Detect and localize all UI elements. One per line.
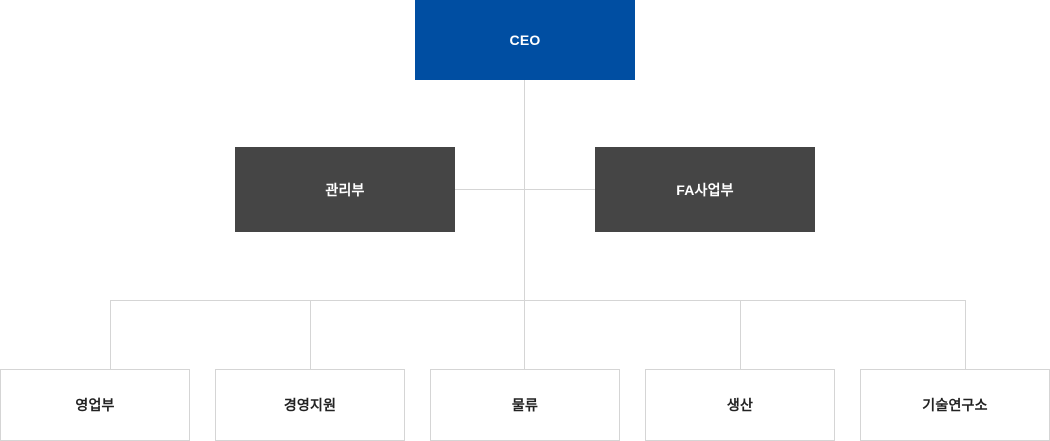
- org-node-ceo-label: CEO: [509, 32, 541, 48]
- connector-branch-tech-research: [965, 300, 966, 369]
- org-node-production[interactable]: 생산: [645, 369, 835, 441]
- org-node-fa-business[interactable]: FA사업부: [595, 147, 815, 232]
- org-node-ceo[interactable]: CEO: [415, 0, 635, 80]
- connector-branch-sales: [110, 300, 111, 369]
- connector-ceo-down: [524, 80, 525, 300]
- org-node-management[interactable]: 관리부: [235, 147, 455, 232]
- org-node-management-support[interactable]: 경영지원: [215, 369, 405, 441]
- org-node-production-label: 생산: [726, 397, 754, 413]
- org-node-logistics[interactable]: 물류: [430, 369, 620, 441]
- org-node-management-label: 관리부: [325, 181, 365, 198]
- org-node-logistics-label: 물류: [511, 397, 539, 413]
- org-node-tech-research-label: 기술연구소: [922, 397, 988, 413]
- org-node-fa-business-label: FA사업부: [676, 181, 734, 198]
- org-node-sales-label: 영업부: [75, 397, 115, 413]
- connector-branch-logistics: [524, 300, 525, 369]
- org-node-sales[interactable]: 영업부: [0, 369, 190, 441]
- connector-branch-management-support: [310, 300, 311, 369]
- org-node-management-support-label: 경영지원: [283, 397, 337, 413]
- connector-team-horizontal: [110, 300, 965, 301]
- connector-branch-production: [740, 300, 741, 369]
- connector-dept-horizontal: [455, 189, 595, 190]
- org-node-tech-research[interactable]: 기술연구소: [860, 369, 1050, 441]
